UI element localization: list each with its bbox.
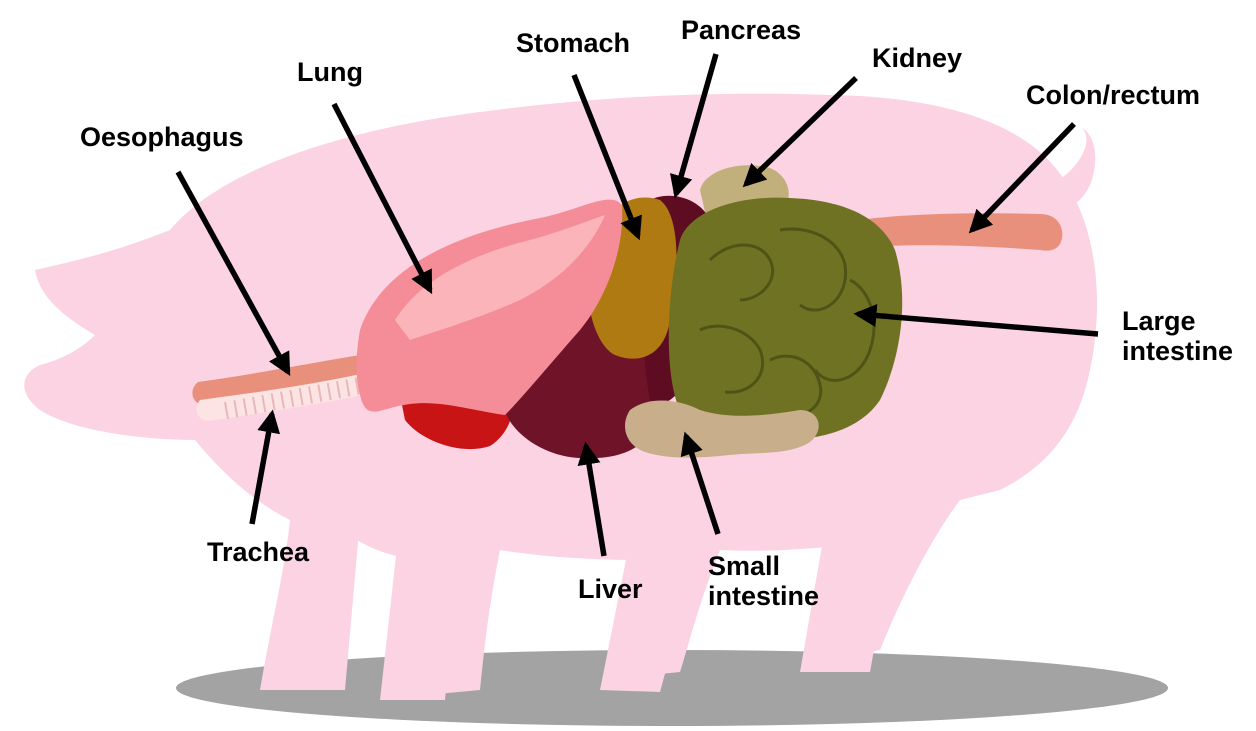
label-oesophagus: Oesophagus	[80, 122, 244, 152]
label-large-intestine: Large intestine	[1122, 306, 1233, 366]
label-kidney-text: Kidney	[872, 43, 962, 73]
label-small-intestine-line1: Small	[708, 551, 819, 581]
label-large-intestine-line1: Large	[1122, 306, 1233, 336]
label-kidney: Kidney	[872, 43, 962, 73]
label-trachea-text: Trachea	[207, 537, 309, 567]
label-trachea: Trachea	[207, 537, 309, 567]
label-oesophagus-text: Oesophagus	[80, 122, 244, 152]
label-pancreas: Pancreas	[681, 15, 801, 45]
label-small-intestine-line2: intestine	[708, 581, 819, 611]
large-intestine	[669, 198, 902, 440]
label-lung-text: Lung	[297, 57, 363, 87]
label-lung: Lung	[297, 57, 363, 87]
label-liver: Liver	[578, 574, 643, 604]
label-liver-text: Liver	[578, 574, 643, 604]
label-colon-rectum: Colon/rectum	[1026, 80, 1200, 110]
label-pancreas-text: Pancreas	[681, 15, 801, 45]
label-small-intestine: Small intestine	[708, 551, 819, 611]
label-stomach: Stomach	[516, 28, 630, 58]
label-colon-rectum-text: Colon/rectum	[1026, 80, 1200, 110]
label-stomach-text: Stomach	[516, 28, 630, 58]
label-large-intestine-line2: intestine	[1122, 336, 1233, 366]
